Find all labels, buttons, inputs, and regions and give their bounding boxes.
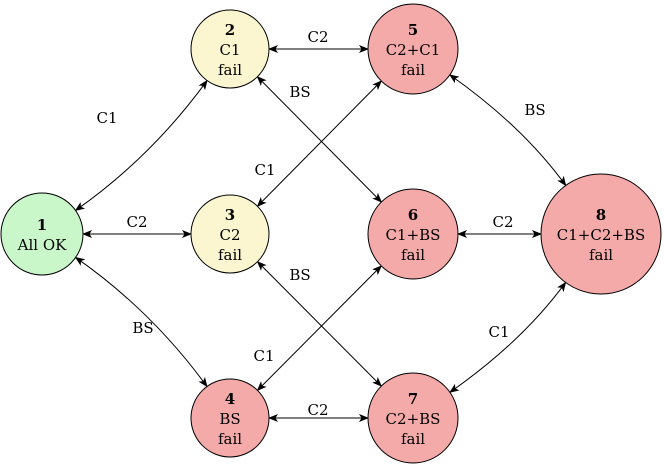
state-node-2-line1: C1 <box>219 41 240 59</box>
edge-1-2-arrow <box>74 79 208 212</box>
edge-5-8-arrow <box>449 74 567 187</box>
state-node-2: 2C1 fail <box>190 9 270 89</box>
state-node-8-circle <box>540 173 662 295</box>
state-node-2-number: 2 <box>225 21 235 39</box>
state-node-4-line1: BS <box>219 410 240 428</box>
state-node-4-circle <box>190 378 270 458</box>
state-node-6-number: 6 <box>408 206 418 224</box>
edge-6-8-label: C2 <box>492 213 513 231</box>
edge-1-4-label: BS <box>132 319 153 337</box>
edge-3-7-arrow <box>256 260 382 387</box>
state-node-2-circle <box>190 9 270 89</box>
edge-1-3-label: C2 <box>126 213 147 231</box>
edge-2-5-label: C2 <box>307 28 328 46</box>
state-node-3-line1: C2 <box>219 226 240 244</box>
state-node-3-circle <box>190 194 270 274</box>
state-node-3: 3C2 fail <box>190 194 270 274</box>
state-node-7: 7C2+BS fail <box>367 372 459 464</box>
state-node-6: 6C1+BS fail <box>367 188 459 280</box>
edge-5-8-label: BS <box>524 101 545 119</box>
edge-1-2-label: C1 <box>96 109 117 127</box>
state-node-6-line1: C1+BS <box>386 226 441 244</box>
state-node-4-number: 4 <box>225 390 235 408</box>
edge-4-6-label: C1 <box>253 347 274 365</box>
state-node-3-number: 3 <box>225 206 235 224</box>
state-node-8: 8C1+C2+BS fail <box>540 173 662 295</box>
edge-2-6-arrow <box>256 76 383 203</box>
edge-1-4-arrow <box>74 256 208 388</box>
state-node-8-line1: C1+C2+BS <box>557 226 645 244</box>
state-node-5-circle <box>367 3 459 95</box>
state-node-6-line2: fail <box>401 246 425 264</box>
state-node-4: 4BS fail <box>190 378 270 458</box>
state-node-8-number: 8 <box>596 206 606 224</box>
state-node-5-number: 5 <box>408 21 418 39</box>
edge-7-8-label: C1 <box>488 323 509 341</box>
edge-4-6-arrow <box>256 265 382 392</box>
state-node-1-circle <box>0 192 84 276</box>
state-node-7-circle <box>367 372 459 464</box>
edge-3-7-label: BS <box>289 266 310 284</box>
state-node-4-line2: fail <box>218 430 242 448</box>
state-node-6-circle <box>367 188 459 280</box>
state-node-5: 5C2+C1 fail <box>367 3 459 95</box>
edge-3-5-arrow <box>256 80 383 207</box>
edge-2-6-label: BS <box>289 83 310 101</box>
state-node-1-number: 1 <box>37 216 47 234</box>
state-node-7-line2: fail <box>401 430 425 448</box>
state-node-2-line2: fail <box>218 61 242 79</box>
state-node-5-line1: C2+C1 <box>386 41 441 59</box>
edge-3-5-label: C1 <box>254 161 275 179</box>
state-node-3-line2: fail <box>218 246 242 264</box>
state-node-1-line1: All OK <box>17 236 67 254</box>
state-node-7-number: 7 <box>408 390 418 408</box>
edge-4-7-label: C2 <box>307 401 328 419</box>
state-node-5-line2: fail <box>401 61 425 79</box>
edge-7-8-arrow <box>449 281 567 393</box>
state-node-8-line2: fail <box>589 246 613 264</box>
state-node-7-line1: C2+BS <box>386 410 441 428</box>
